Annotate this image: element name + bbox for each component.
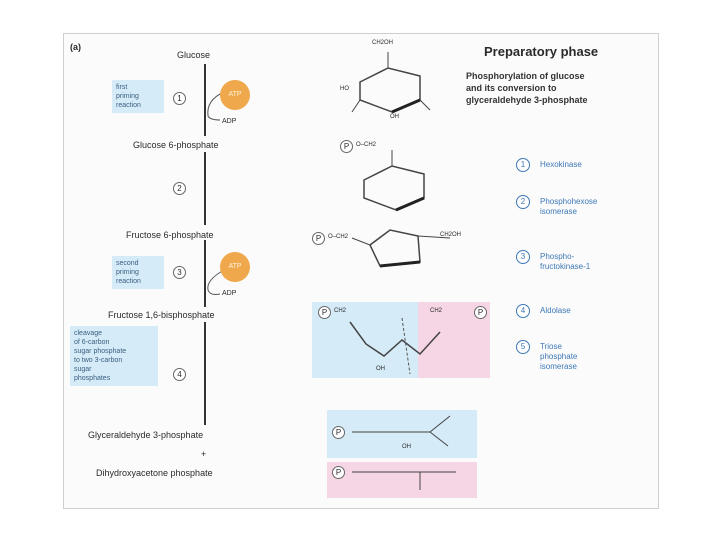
step-3-marker: 3: [173, 266, 186, 279]
f6p-ch2oh: CH2OH: [440, 232, 462, 238]
glucose-oh-bottom: OH: [390, 114, 399, 120]
enzyme-2-marker: 2: [516, 195, 530, 209]
figure-label: (a): [70, 42, 81, 52]
phosphate-cleavage-right-icon: P: [474, 306, 487, 319]
subtitle-line-3: glyceraldehyde 3-phosphate: [466, 95, 588, 105]
atp-arrow-3: [207, 269, 225, 295]
enzyme-1-name: Hexokinase: [540, 160, 582, 169]
dhap-highlight: [327, 462, 477, 498]
glucose-oh-left: HO: [340, 86, 349, 92]
title: Preparatory phase: [484, 44, 599, 59]
phosphate-g3p-icon: P: [332, 426, 345, 439]
subtitle: Phosphorylation of glucose and its conve…: [466, 70, 588, 106]
g3p-highlight: [327, 410, 477, 458]
phosphate-g6p-icon: P: [340, 140, 353, 153]
phosphate-dhap-icon: P: [332, 466, 345, 479]
metabolite-f16bp: Fructose 1,6-bisphosphate: [108, 310, 215, 320]
adp-label-3: ADP: [222, 290, 237, 297]
atp-circle-1: ATP: [220, 80, 250, 110]
enzyme-2-name: Phosphohexose isomerase: [540, 197, 598, 216]
enzyme-4-name: Aldolase: [540, 306, 571, 315]
subtitle-line-1: Phosphorylation of glucose: [466, 71, 585, 81]
phosphate-f16bp-left-icon: P: [312, 232, 325, 245]
step-2-marker: 2: [173, 182, 186, 195]
subtitle-line-2: and its conversion to: [466, 83, 557, 93]
enzyme-4-marker: 4: [516, 304, 530, 318]
atp-circle-3: ATP: [220, 252, 250, 282]
step-1-marker: 1: [173, 92, 186, 105]
cleavage-oh: OH: [376, 366, 385, 372]
enzyme-1-marker: 1: [516, 158, 530, 172]
cleavage-ch2-right: CH2: [430, 308, 443, 314]
metabolite-g3p: Glyceraldehyde 3-phosphate: [88, 430, 204, 440]
enzyme-5-name: Triose phosphate isomerase: [540, 342, 578, 371]
f6p-ring: [369, 229, 421, 267]
metabolite-f6p: Fructose 6-phosphate: [126, 230, 214, 240]
f6p-o-ch2: O–CH2: [328, 234, 349, 240]
enzyme-3-name: Phospho- fructokinase-1: [540, 252, 591, 271]
g3p-oh: OH: [402, 444, 411, 450]
note-cleavage: cleavage of 6-carbon sugar phosphate to …: [70, 326, 158, 386]
note-first-priming: first priming reaction: [112, 80, 164, 113]
enzyme-3-marker: 3: [516, 250, 530, 264]
metabolite-dhap: Dihydroxyacetone phosphate: [96, 468, 213, 478]
phosphate-cleavage-left-icon: P: [318, 306, 331, 319]
metabolite-glucose: Glucose: [177, 50, 211, 60]
step-4-marker: 4: [173, 368, 186, 381]
atp-arrow-1: [207, 91, 225, 121]
note-second-priming: second priming reaction: [112, 256, 164, 289]
metabolite-g6p: Glucose 6-phosphate: [133, 140, 219, 150]
plus-sign: +: [201, 449, 207, 459]
cleavage-ch2: CH2: [334, 308, 347, 314]
enzyme-5-marker: 5: [516, 340, 530, 354]
glucose-ch2oh: CH2OH: [372, 40, 394, 46]
g6p-o-ch2: O–CH2: [356, 142, 377, 148]
adp-label-1: ADP: [222, 118, 237, 125]
